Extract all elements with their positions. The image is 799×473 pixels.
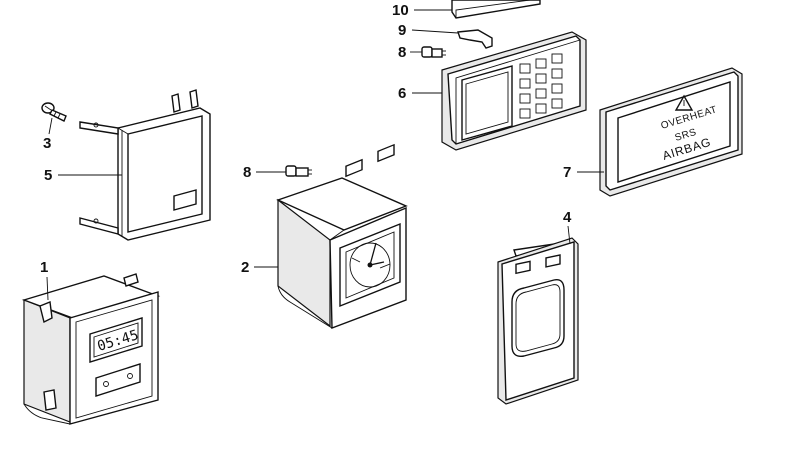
callout-5: 5 [44,167,122,184]
callout-2: 2 [241,259,278,276]
callout-10-label: 10 [392,2,409,19]
callout-7: 7 [563,164,604,181]
part-10-bracket-strip [451,0,541,19]
callout-8-upper-label: 8 [398,44,406,61]
callout-4-label: 4 [563,209,572,226]
part-4-trim-panel [497,237,579,405]
callout-1: 1 [40,259,49,301]
callout-6-label: 6 [398,85,406,102]
part-6-check-control-panel [441,31,587,151]
indicator-grid [519,53,563,119]
callout-8-lower-label: 8 [243,164,251,181]
part-8-bulb-lower [285,165,312,177]
callout-8-upper: 8 [398,44,422,61]
callout-10: 10 [392,2,452,19]
callout-1-label: 1 [40,259,48,276]
part-1-digital-clock: 05:45 [21,273,161,425]
callout-9: 9 [398,22,459,39]
part-8-bulb-upper [421,46,446,58]
callout-4: 4 [563,209,572,245]
callout-6: 6 [398,85,442,102]
callout-3-label: 3 [43,135,51,152]
part-2-analog-clock [276,143,408,330]
part-9-clip [457,29,493,49]
part-5-frame-bracket [79,89,211,241]
callout-9-label: 9 [398,22,406,39]
clip-icon [457,29,493,49]
warning-triangle-icon [674,94,694,111]
callout-8-lower: 8 [243,164,286,181]
bulb-icon [421,46,446,58]
callout-2-label: 2 [241,259,249,276]
screw-icon [41,102,67,122]
part-3-screw [41,102,67,122]
callout-7-label: 7 [563,164,571,181]
bulb-icon [285,165,312,177]
clock-face [339,222,401,308]
part-7-warning-panel: OVERHEAT SRS AIRBAG [599,67,743,197]
callout-5-label: 5 [44,167,52,184]
callout-3: 3 [43,117,53,152]
